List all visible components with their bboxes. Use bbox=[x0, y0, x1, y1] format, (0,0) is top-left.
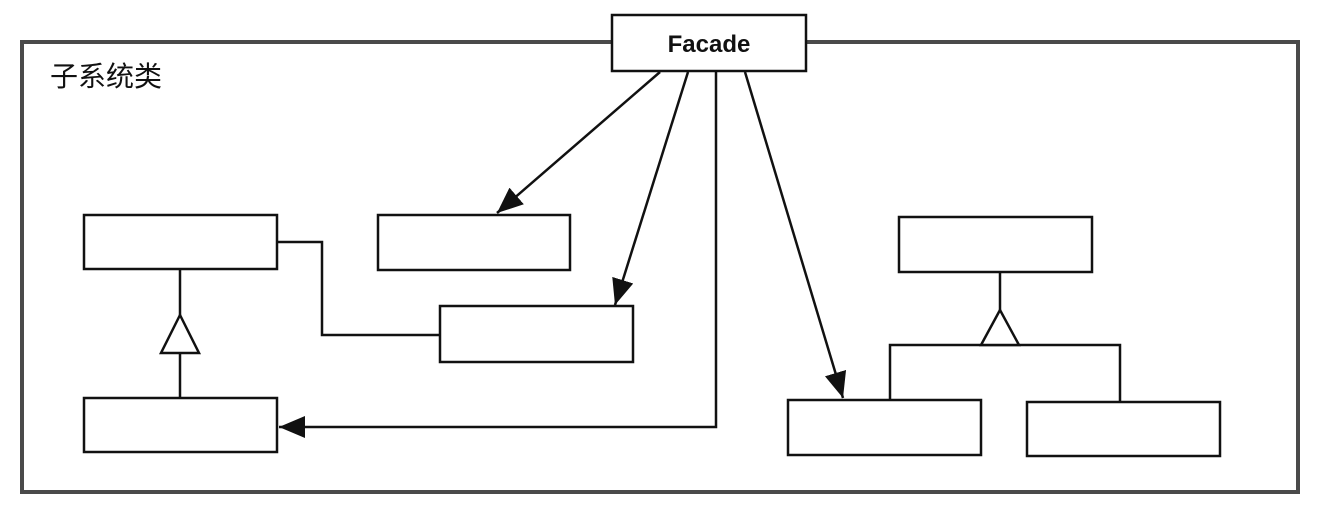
inheritance-triangle-right bbox=[978, 307, 1022, 347]
class-box-left-top bbox=[82, 213, 279, 271]
facade-arrow-to-middle-second-class bbox=[612, 71, 690, 306]
facade-arrow-to-middle-top-class bbox=[496, 71, 661, 214]
class-box-left-bottom bbox=[82, 396, 279, 454]
inheritance-branch-line bbox=[888, 343, 1122, 402]
facade-arrow-to-right-bottom-left-class bbox=[743, 71, 847, 399]
class-box-right-bottom-left bbox=[786, 398, 983, 457]
facade-arrow-to-left-bottom-class bbox=[279, 72, 718, 438]
class-box-right-top bbox=[897, 215, 1094, 274]
association-line bbox=[277, 240, 440, 337]
class-box-middle-second bbox=[438, 304, 635, 364]
facade-class-label: Facade bbox=[668, 31, 751, 58]
subsystem-label: 子系统类 bbox=[50, 60, 162, 93]
class-box-middle-top bbox=[376, 213, 572, 272]
facade-class-box bbox=[610, 13, 808, 73]
inheritance-triangle-left bbox=[158, 312, 202, 355]
class-box-right-bottom-right bbox=[1025, 400, 1222, 458]
